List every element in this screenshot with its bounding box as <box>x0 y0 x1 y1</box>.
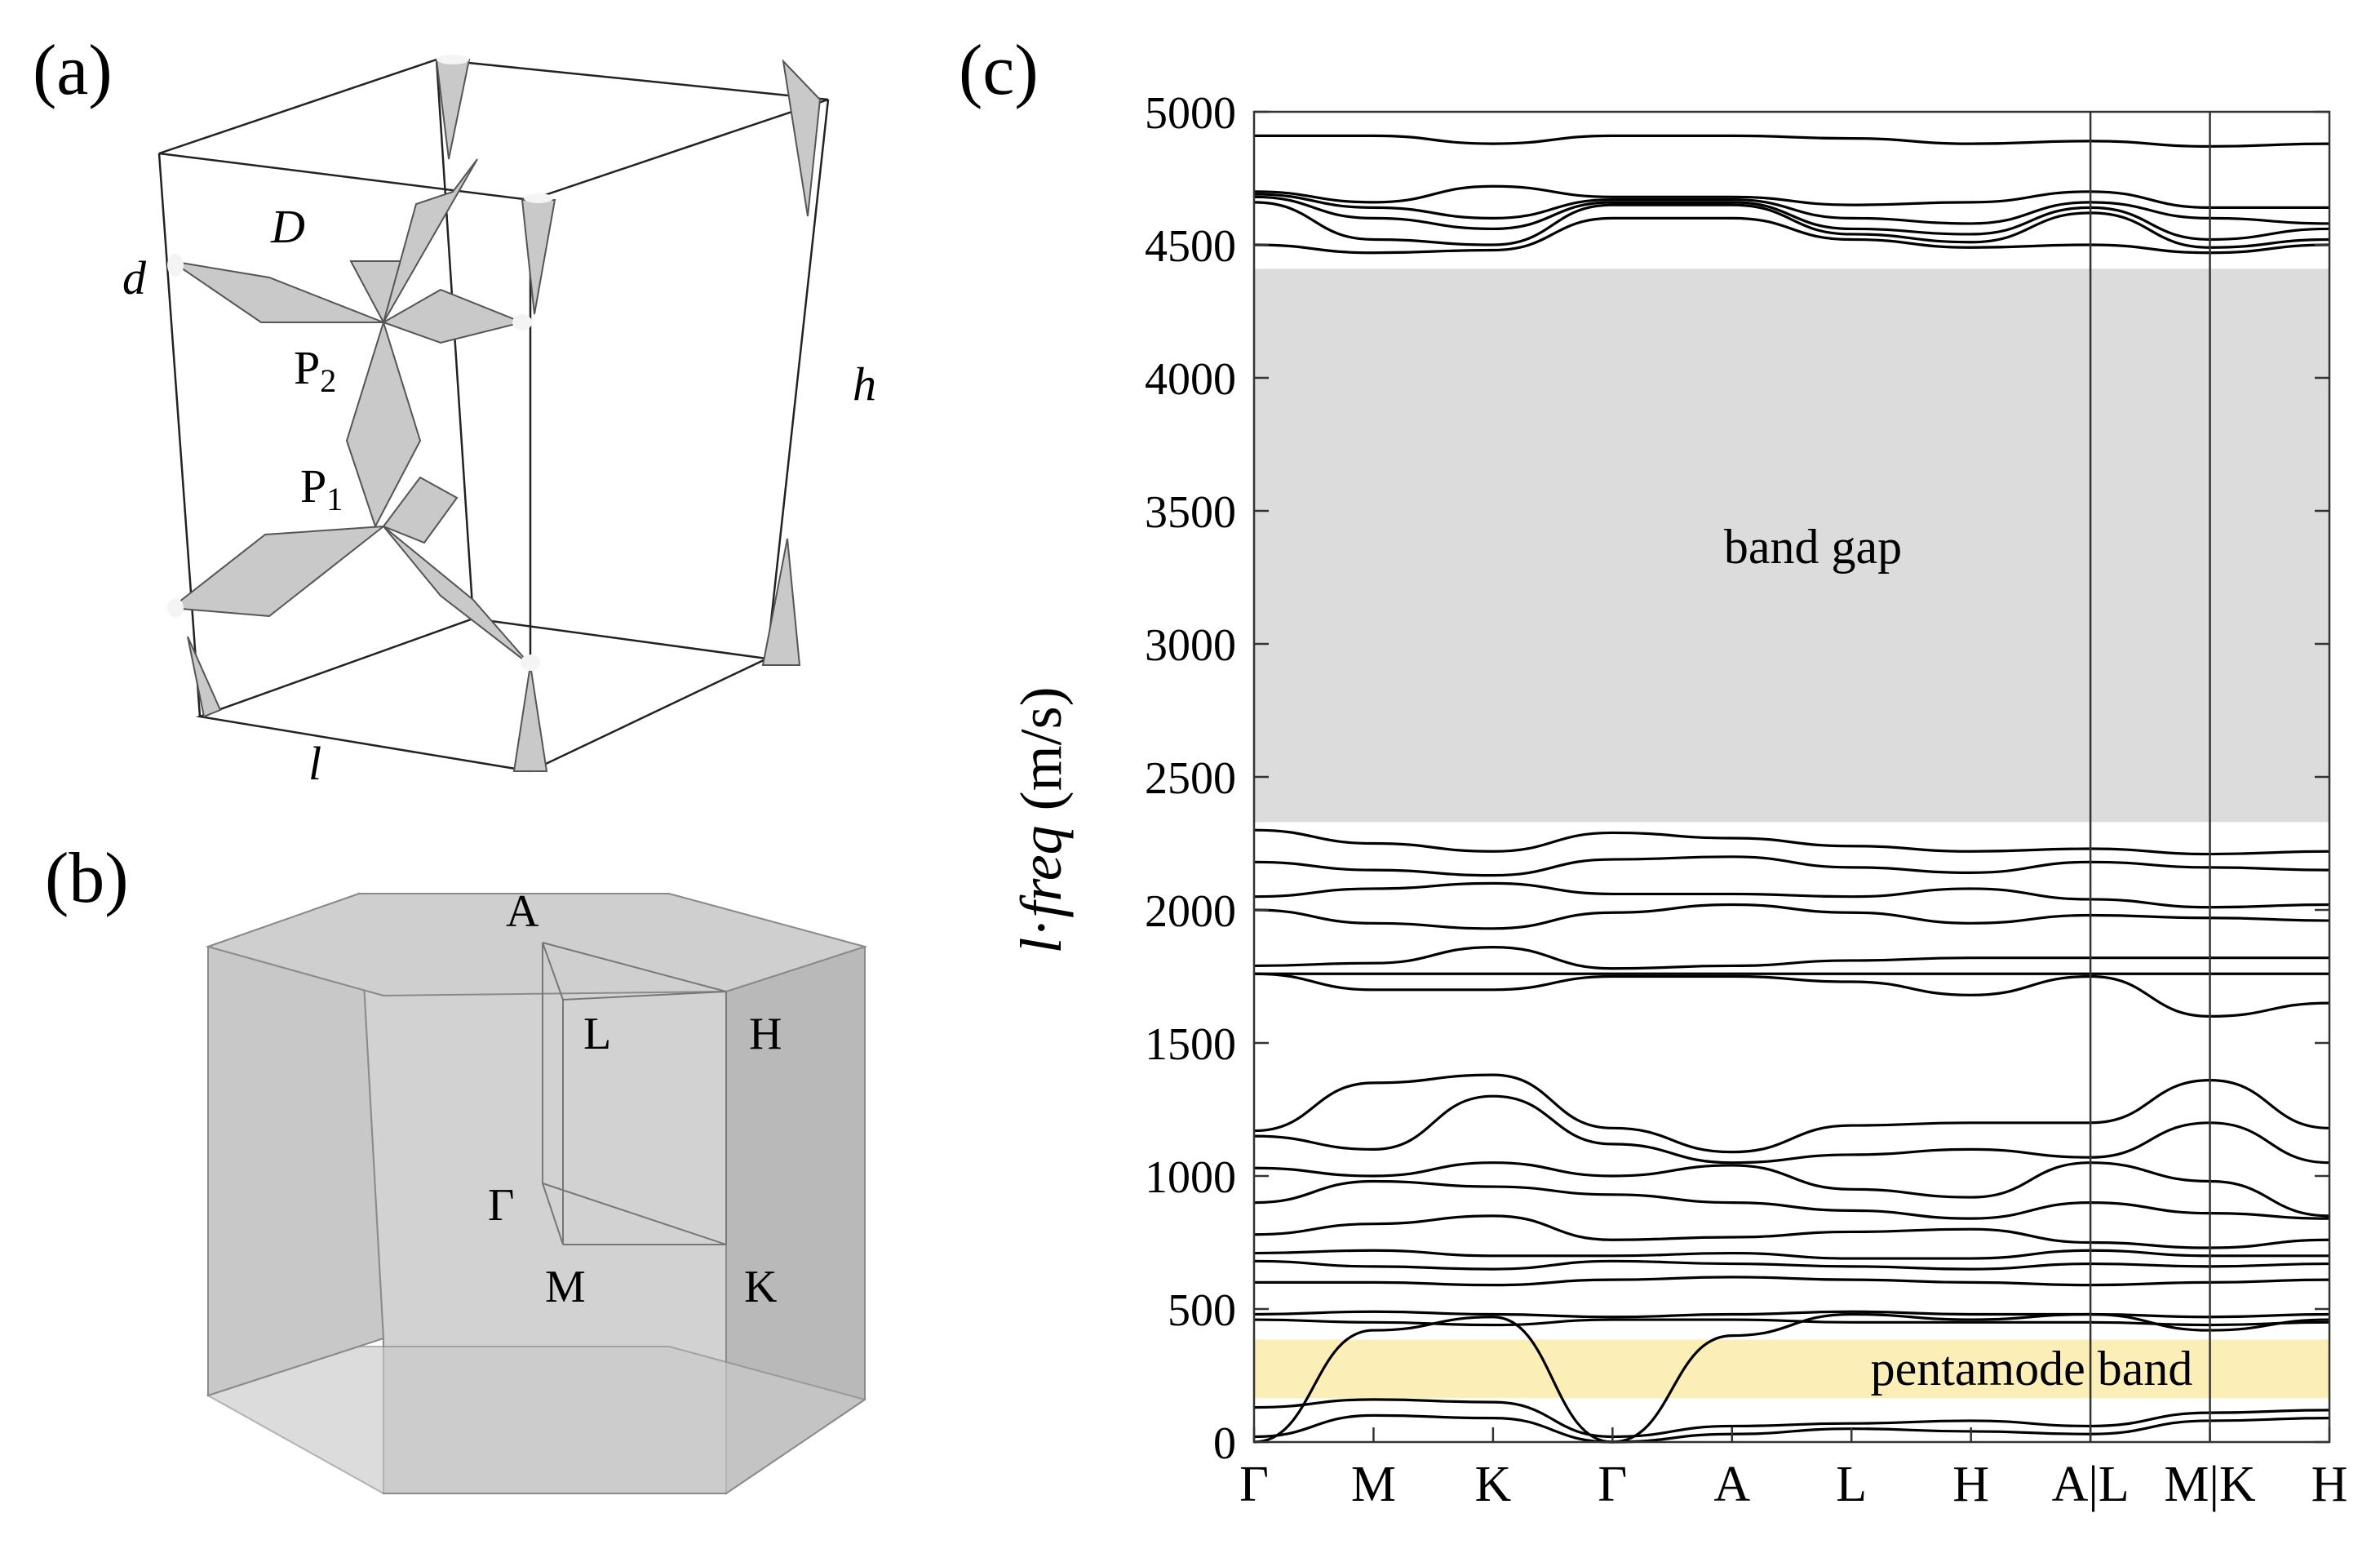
label-d: d <box>122 251 147 304</box>
band-curve <box>1253 184 2329 209</box>
band-curve <box>1253 134 2330 148</box>
band-curve <box>1253 1179 2330 1220</box>
band-curve <box>1253 1398 2330 1439</box>
panel-c: (c) l·freq (m/s) 0 500 1000 1500 2000 2500 300… <box>959 31 2347 1512</box>
band-curve <box>1253 946 2329 970</box>
panel-b-label: (b) <box>45 839 129 918</box>
bz-point-L: L <box>583 1009 611 1059</box>
strut-lattice <box>169 59 822 772</box>
y-tick-label: 3000 <box>1145 620 1236 671</box>
band-curve <box>1253 1073 2330 1154</box>
strut-top <box>383 158 478 323</box>
bz-point-M: M <box>545 1262 586 1312</box>
band-curve <box>1253 1249 2329 1260</box>
x-tick-label: L <box>1836 1457 1867 1512</box>
x-tick-label: K <box>1474 1457 1511 1512</box>
label-P1: P1 <box>300 459 343 517</box>
x-tick-label: Γ <box>1598 1457 1627 1512</box>
y-tick-label: 3500 <box>1145 487 1236 538</box>
band-gap-label: band gap <box>1724 520 1902 574</box>
band-curve <box>1253 855 2330 877</box>
bz-point-K: K <box>744 1262 777 1312</box>
band-curve <box>1253 1312 2330 1444</box>
x-tick-label: H <box>2311 1457 2348 1512</box>
y-tick-label: 1500 <box>1145 1019 1236 1070</box>
hex-prism-top-face <box>205 893 868 997</box>
strut-right-upper <box>381 288 525 344</box>
dispersion-curves <box>1253 134 2330 1444</box>
band-curve <box>1253 1310 2330 1319</box>
band-curve <box>1253 1094 2330 1165</box>
strut-right-lower-b <box>383 526 531 666</box>
plot-axes: 0 500 1000 1500 2000 2500 3000 3500 4000 4500 5000… <box>1145 88 2347 1512</box>
label-P2: P2 <box>294 341 336 399</box>
pentamode-band-label: pentamode band <box>1871 1342 2193 1396</box>
bz-point-Gamma: Γ <box>488 1180 514 1231</box>
hex-prism-bottom-face <box>206 1346 867 1494</box>
bz-point-H: H <box>749 1009 782 1059</box>
x-tick-label: H <box>1952 1457 1989 1512</box>
y-tick-label: 2000 <box>1145 886 1236 937</box>
x-tick-label: A <box>1713 1457 1750 1512</box>
y-axis-label: l·freq (m/s) <box>1008 686 1074 953</box>
strut-left-lower <box>169 525 387 618</box>
irreducible-wedge <box>542 942 727 1245</box>
band-curve <box>1253 1413 2330 1444</box>
plot-background <box>1254 268 2329 1399</box>
y-tick-label: 500 <box>1168 1285 1236 1336</box>
x-tick-label: A|L <box>2052 1457 2130 1512</box>
strut-highlights <box>167 55 553 671</box>
label-l: l <box>308 737 321 790</box>
panel-a: (a) <box>33 31 876 790</box>
y-tick-label: 0 <box>1213 1418 1236 1469</box>
label-D: D <box>270 200 305 253</box>
band-curve <box>1253 1259 2330 1271</box>
x-tick-label: Γ <box>1239 1457 1269 1512</box>
y-tick-label: 1000 <box>1145 1152 1236 1203</box>
y-tick-label: 2500 <box>1145 753 1236 804</box>
strut-right-lower-a <box>382 476 459 544</box>
x-tick-label: M <box>1351 1457 1396 1512</box>
y-tick-label: 4000 <box>1145 354 1236 405</box>
strut-left-upper <box>171 260 384 323</box>
y-tick-label: 5000 <box>1145 88 1236 139</box>
panel-a-label: (a) <box>33 31 113 110</box>
panel-c-label: (c) <box>959 31 1039 110</box>
band-curve <box>1253 201 2330 249</box>
band-curve <box>1253 193 2330 225</box>
band-curve <box>1253 903 2330 930</box>
shaded-region-band-gap <box>1254 268 2329 823</box>
band-curve <box>1253 195 2330 242</box>
band-curve <box>1253 216 2330 255</box>
band-curve <box>1253 1214 2330 1249</box>
band-curve <box>1253 972 2330 1018</box>
panel-b: (b) A L H Γ M K <box>45 839 868 1495</box>
band-curve <box>1254 1276 2330 1287</box>
y-tick-label: 4500 <box>1145 221 1236 272</box>
x-tick-label: M|K <box>2164 1457 2256 1512</box>
band-curve <box>1253 828 2330 856</box>
band-curve <box>1253 1161 2330 1218</box>
bz-point-A: A <box>506 886 539 937</box>
shaded-region-pentamode-band <box>1254 1339 2329 1399</box>
label-h: h <box>853 357 876 410</box>
band-curve <box>1253 881 2330 909</box>
brillouin-zone <box>205 892 868 1495</box>
unit-cell-box <box>157 58 830 773</box>
